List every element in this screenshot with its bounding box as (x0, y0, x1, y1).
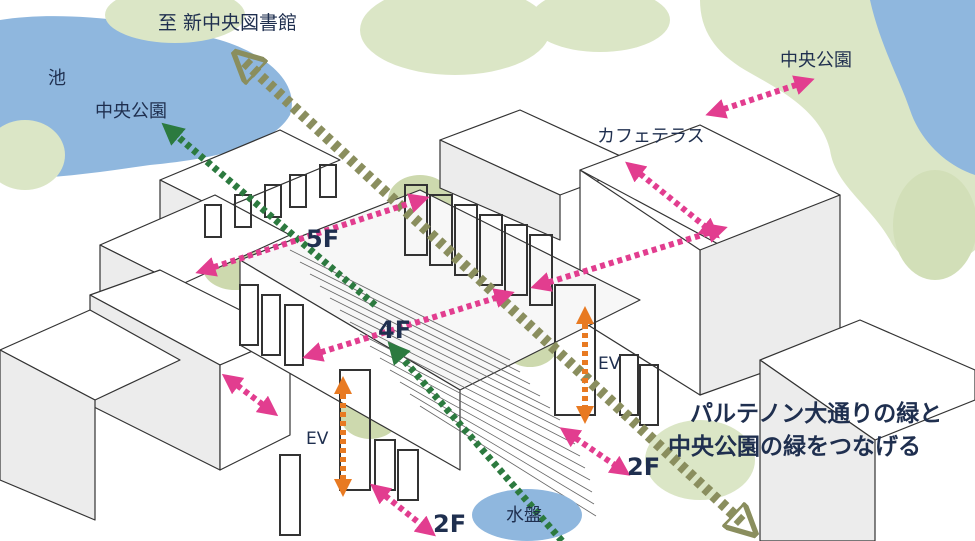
tree-cluster (360, 0, 550, 75)
tree-cluster (893, 170, 975, 280)
label-cafe-terrace: カフェテラス (597, 126, 705, 147)
magenta-arrow-park-right (705, 75, 815, 119)
magenta-arrow-2f-bottom (370, 483, 436, 537)
tree-cluster (530, 0, 670, 52)
label-floor-4f: 4F (378, 316, 412, 344)
label-pond: 池 (48, 68, 66, 89)
label-ev-right: EV (598, 354, 621, 374)
magenta-arrow-5f (195, 193, 430, 277)
tree-cluster (0, 120, 65, 190)
label-central-park-right: 中央公園 (780, 50, 852, 71)
label-to-new-library: 至 新中央図書館 (158, 12, 298, 34)
right-water (870, 0, 975, 175)
headline-line-2: 中央公園の緑をつなげる (668, 434, 921, 460)
label-water-basin: 水盤 (506, 505, 542, 526)
magenta-arrow-4f (302, 288, 515, 362)
green-arrow-up-stairs (387, 341, 565, 541)
label-ev-left: EV (306, 429, 329, 449)
label-central-park-left: 中央公園 (95, 101, 167, 122)
magenta-arrow-terrace (625, 161, 720, 239)
circulation-arrows (161, 62, 815, 541)
magenta-arrow-2f-right (559, 427, 631, 476)
label-floor-2f-right: 2F (627, 453, 661, 481)
far-left-block-side (0, 349, 96, 521)
magenta-arrow-cafe (530, 223, 728, 292)
label-floor-5f: 5F (306, 225, 340, 253)
olive-green-corridor-arrow (245, 62, 745, 525)
label-floor-2f-bottom: 2F (433, 510, 467, 538)
building-blocks (0, 109, 975, 541)
headline-line-1: パルテノン大通りの緑と (690, 401, 943, 427)
tree-cluster (105, 0, 245, 43)
pond-water (0, 16, 292, 179)
